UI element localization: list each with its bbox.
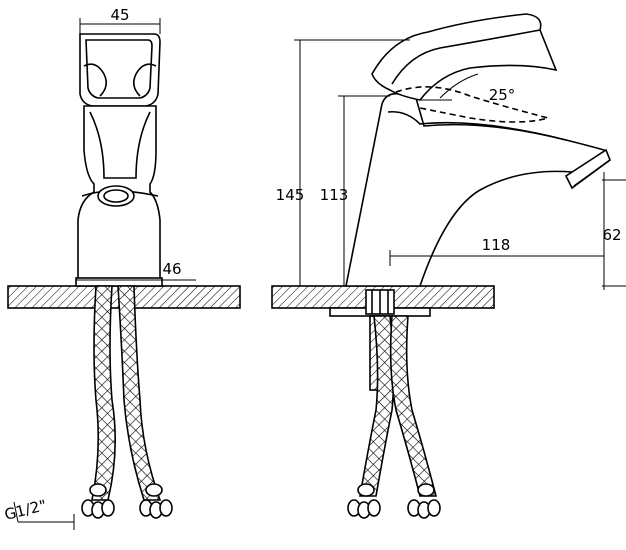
dim-thread: G1/2" [3, 496, 49, 524]
dim-lever-angle: 25° [489, 86, 516, 104]
front-hose-right [117, 285, 162, 501]
side-lever [371, 13, 558, 101]
front-hose-nut-right [139, 483, 173, 519]
side-hose-nut-left [347, 483, 381, 519]
front-handle [79, 33, 161, 107]
front-aerator [97, 185, 135, 207]
front-hose-nut-left [81, 483, 115, 519]
side-dimension-lines [294, 39, 626, 290]
side-view [271, 13, 626, 519]
dim-total-height: 145 [276, 186, 305, 204]
dim-spout-height: 113 [320, 186, 349, 204]
side-hose-left [359, 315, 395, 497]
front-hose-left [91, 285, 116, 501]
side-hose-right [389, 315, 438, 497]
side-body [345, 92, 607, 287]
dim-top-width: 45 [110, 6, 129, 24]
side-hose-nut-right [407, 483, 441, 519]
dim-base-width: 46 [162, 260, 181, 278]
side-lever-lowered [395, 86, 552, 123]
front-view [7, 18, 241, 530]
dim-spout-reach: 118 [482, 236, 511, 254]
dim-outlet-height: 62 [602, 226, 621, 244]
